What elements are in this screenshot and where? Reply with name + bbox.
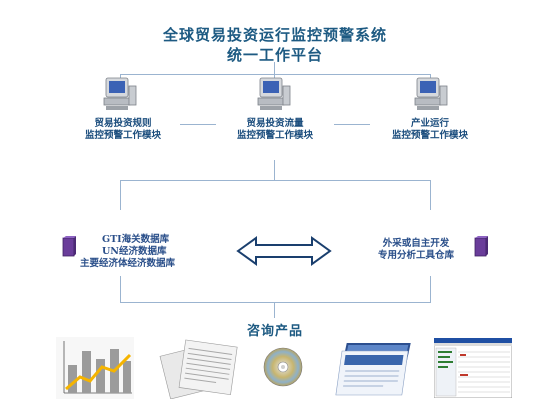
database-label-line: 外采或自主开发 (382, 238, 450, 249)
computer-icon (103, 76, 137, 112)
database-label-line: 主要经济体经济数据库 (80, 258, 176, 269)
database-label-line: 专用分析工具仓库 (378, 250, 455, 261)
module-label-line: 监控预警工作模块 (391, 130, 468, 141)
module-label-line: 产业运行 (410, 118, 449, 129)
connector-module-divider-left (180, 124, 216, 125)
report-thumbnail (330, 337, 424, 399)
connector-bottom-drop-left (120, 276, 121, 302)
database-label-line: GTI海关数据库 (102, 234, 170, 245)
diagram-title-line2: 统一工作平台 (226, 46, 323, 64)
double-arrow-icon (236, 236, 332, 266)
connector-middle-horizontal (120, 180, 430, 181)
bar-chart-thumbnail (56, 337, 134, 399)
module-label-line: 监控预警工作模块 (236, 130, 313, 141)
connector-middle-drop-right (430, 180, 431, 210)
right-database-labels: 外采或自主开发 专用分析工具仓库 (378, 238, 454, 262)
module-label-rules: 贸易投资规则 监控预警工作模块 (63, 118, 183, 142)
products-title: 咨询产品 (246, 324, 303, 339)
diagram-title-line1: 全球贸易投资运行监控预警系统 (162, 26, 387, 44)
database-icon (62, 236, 76, 258)
connector-middle-drop-left (120, 180, 121, 210)
module-label-line: 贸易投资流量 (246, 118, 304, 129)
connector-top-vertical (274, 62, 275, 74)
connector-module-divider-right (334, 124, 370, 125)
module-label-industry: 产业运行 监控预警工作模块 (370, 118, 490, 142)
connector-top-horizontal (120, 74, 430, 75)
database-icon (474, 236, 488, 258)
connector-middle-vertical-top (274, 160, 275, 180)
documents-thumbnail (158, 337, 242, 399)
module-label-line: 贸易投资规则 (94, 118, 152, 129)
connector-bottom-horizontal (120, 302, 431, 303)
database-label-line: UN经济数据库 (102, 246, 167, 257)
left-database-labels: GTI海关数据库 UN经济数据库 主要经济体经济数据库 (80, 234, 175, 270)
connector-bottom-drop-right (430, 276, 431, 302)
computer-icon (414, 76, 448, 112)
cd-disc-icon (262, 346, 304, 388)
module-label-line: 监控预警工作模块 (84, 130, 161, 141)
module-label-flows: 贸易投资流量 监控预警工作模块 (215, 118, 335, 142)
software-screenshot-thumbnail (434, 338, 512, 398)
computer-icon (257, 76, 291, 112)
connector-bottom-vertical (274, 302, 275, 318)
